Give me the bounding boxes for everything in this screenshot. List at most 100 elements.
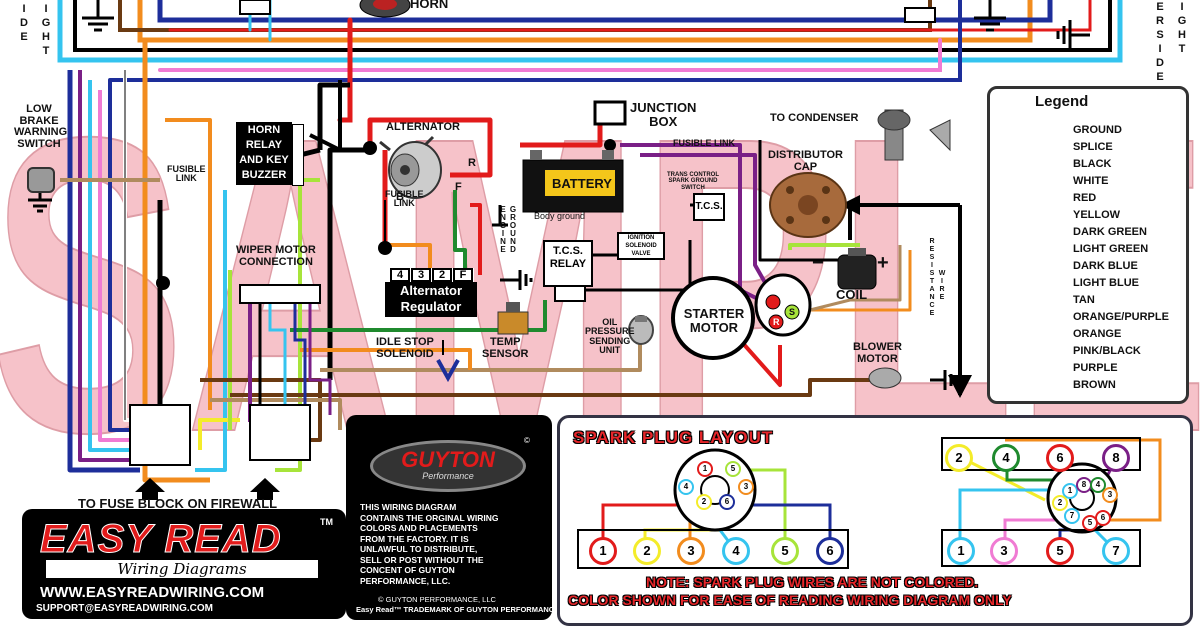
disclaimer-line: FROM THE FACTORY. IT IS	[360, 533, 469, 544]
temp-sensor-line: TEMP	[489, 336, 521, 348]
spark-plug-left-cap-6: 6	[719, 494, 735, 510]
wire-v-line: E	[939, 294, 945, 301]
copyright-text: © GUYTON PERFORMANCE, LLC	[378, 595, 496, 604]
legend-label-dark-blue: DARK BLUE	[1073, 260, 1138, 272]
fusible-link-mid-line: LINK	[393, 198, 415, 209]
spark-plug-right-cap-7: 7	[1064, 508, 1080, 524]
legend-label-pink-black: PINK/BLACK	[1073, 345, 1141, 357]
junction-box-line: JUNCTION	[630, 100, 697, 115]
trans-control-line: SWITCH	[681, 184, 705, 191]
trans-control-line: TRANS CONTROL	[667, 172, 719, 178]
low-brake-line: BRAKE	[19, 114, 59, 127]
spark-plug-left-cap-4: 4	[678, 479, 694, 495]
legend-label-white: WHITE	[1073, 175, 1109, 187]
splice-dot	[363, 141, 377, 155]
distributor-body	[877, 109, 951, 161]
legend-label-brown: BROWN	[1073, 379, 1116, 391]
ignition-solenoid-line: SOLENOID	[625, 243, 657, 249]
mid-harness	[200, 80, 962, 472]
coil-plus: +	[877, 252, 889, 274]
fusible-link-right-label: FUSIBLE LINK	[673, 138, 735, 148]
low-brake-line: SWITCH	[17, 137, 61, 150]
engine-ground-line: E	[500, 245, 506, 254]
alt-reg-terminal: F	[453, 268, 473, 282]
light-left-line: H	[42, 31, 50, 43]
starter-motor-line: STARTER	[683, 306, 745, 321]
guyton-performance-text: Performance	[422, 471, 474, 481]
side-right-line: R	[1156, 15, 1164, 27]
low-brake-line: LOW	[26, 103, 52, 115]
splice-dot	[378, 241, 392, 255]
spark-note-line1: NOTE: SPARK PLUG WIRES ARE NOT COLORED.	[646, 574, 979, 590]
light-right-line: H	[1178, 29, 1186, 41]
fusible-link-left-line: FUSIBLE	[167, 164, 206, 174]
legend-label-tan: TAN	[1073, 294, 1095, 306]
disclaimer-line: UNLAWFUL TO DISTRIBUTE,	[360, 544, 478, 554]
alternator-label: ALTERNATOR	[386, 121, 460, 133]
spark-plug-right-cap-5: 5	[1082, 515, 1098, 531]
light-left-line: T	[42, 45, 50, 57]
tcs-relay-line: T.C.S.	[553, 245, 583, 257]
spark-plug-left-3: 3	[677, 537, 705, 565]
horn-relay-pins	[292, 124, 304, 186]
wiper-motor-line: CONNECTION	[238, 255, 313, 268]
idle-stop-line: IDLE STOP	[376, 336, 434, 348]
legend-label-ground: GROUND	[1073, 124, 1122, 136]
blower-motor-line: MOTOR	[857, 352, 898, 365]
side-left-line: E	[20, 31, 28, 43]
legend-label-light-blue: LIGHT BLUE	[1073, 277, 1139, 289]
tcs-relay-line: RELAY	[549, 258, 587, 270]
engine-ground-line: I	[501, 229, 505, 238]
tcs-relay-box: T.C.S.RELAY	[543, 240, 593, 287]
trans-control-line: SPARK GROUND	[668, 178, 718, 185]
resistance-line: E	[929, 246, 935, 253]
ignition-solenoid-line: IGNITION	[627, 235, 655, 241]
ground-v-line: U	[510, 229, 516, 238]
spark-plug-right-cap-2: 2	[1052, 495, 1068, 511]
resistance-line: A	[929, 286, 935, 293]
legend-label-red: RED	[1073, 192, 1097, 204]
temp-sensor-line: SENSOR	[482, 347, 529, 360]
wire-v-line: I	[941, 278, 943, 285]
website-link[interactable]: WWW.EASYREADWIRING.COM	[40, 584, 265, 601]
coil-label: COIL	[836, 287, 868, 302]
spark-plug-right-bottom-3: 3	[990, 537, 1018, 565]
alt-reg-terminal: 4	[390, 268, 410, 282]
side-right-line: E	[1156, 1, 1164, 13]
junction-box-line: BOX	[649, 113, 678, 129]
coil-arrow	[840, 195, 972, 398]
distributor-cap-line: CAP	[793, 160, 818, 173]
disclaimer-line: COLORS AND PLACEMENTS	[360, 523, 478, 533]
legend-label-orange: ORANGE	[1073, 328, 1122, 340]
spark-plug-right-bottom-7: 7	[1102, 537, 1130, 565]
support-email-link[interactable]: SUPPORT@EASYREADWIRING.COM	[36, 603, 213, 614]
guyton-logo-text: GUYTON	[401, 447, 495, 472]
coil-shape	[837, 248, 877, 290]
alternator-body	[379, 135, 442, 199]
legend-label-purple: PURPLE	[1073, 362, 1118, 374]
legend-label-splice: SPLICE	[1073, 141, 1113, 153]
horn-label: HORN	[410, 0, 449, 11]
spark-plug-left-cap-3: 3	[738, 479, 754, 495]
light-right-line: I	[1180, 1, 1184, 13]
guyton-copyright-mark: ©	[524, 436, 530, 445]
spark-plug-right-top-2: 2	[945, 444, 973, 472]
engine-ground-line: E	[500, 205, 506, 214]
battery-label: BATTERY	[552, 176, 612, 191]
light-right-line: G	[1177, 15, 1187, 27]
spark-plug-right-bottom-1: 1	[947, 537, 975, 565]
low-brake-switch-shape	[27, 167, 55, 193]
oil-pressure-shape	[628, 315, 654, 345]
wiper-connector	[239, 284, 321, 304]
idle-solenoid-shape	[436, 340, 460, 383]
disclaimer-line: SELL OR POST WITHOUT THE	[360, 554, 484, 565]
distributor-cap-shape	[769, 172, 847, 238]
spark-plug-left-1: 1	[589, 537, 617, 565]
